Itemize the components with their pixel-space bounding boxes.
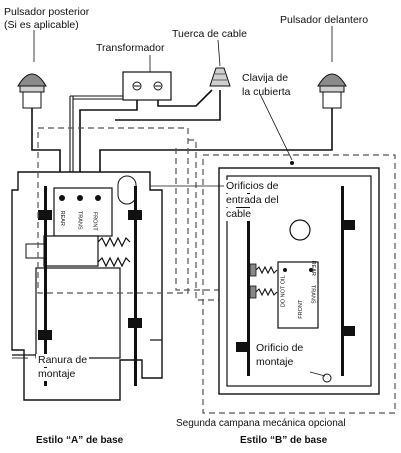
mount-slot-label-2: montaje — [36, 368, 78, 381]
second-chime-label: Segunda campana mecánica opcional — [176, 418, 346, 429]
cover-pin-label-1: Clavija de — [242, 72, 289, 84]
terminal-a-rear: REAR — [58, 210, 65, 226]
wire-nut-label: Tuerca de cable — [172, 28, 247, 40]
rear-button-icon — [17, 73, 47, 109]
rear-button-label: Pulsador posterior — [4, 6, 90, 18]
transformer-label: Transformador — [96, 42, 165, 54]
terminal-a-trans: TRANS — [76, 210, 83, 230]
wire-transformer-nut — [157, 89, 213, 107]
transformer-icon — [122, 71, 172, 101]
wire-holes-label-2: entrada del — [224, 194, 281, 207]
front-button-icon — [317, 73, 347, 109]
front-button-label: Pulsador delantero — [280, 14, 369, 26]
cover-pin-label-2: la cubierta — [242, 86, 291, 98]
base-a — [11, 171, 163, 401]
rear-button-note: (Si es aplicable) — [4, 19, 79, 31]
terminal-b-do-not-oil: DO NOT OIL — [280, 275, 287, 308]
dashed-lines — [37, 127, 396, 414]
wire-nut-icon — [209, 67, 231, 87]
wire-transformer-trans — [79, 96, 138, 205]
mount-slot-label-1: Ranura de — [36, 354, 90, 367]
style-a-label: Estilo “A” de base — [36, 435, 124, 446]
terminal-a-front: FRONT — [91, 211, 98, 231]
mount-hole-label-2: montaje — [254, 356, 296, 369]
mount-hole-label-1: Orificio de — [254, 342, 306, 355]
wire-holes-label-3: cable — [224, 208, 254, 221]
terminal-b-trans: TRANS — [309, 284, 316, 304]
terminal-b-rear: REAR — [309, 260, 316, 276]
leader-lines — [12, 26, 333, 377]
wire-holes-label-1: Orificios de — [224, 180, 281, 193]
style-b-label: Estilo “B” de base — [240, 435, 328, 446]
wire-nut-chime — [115, 90, 221, 121]
